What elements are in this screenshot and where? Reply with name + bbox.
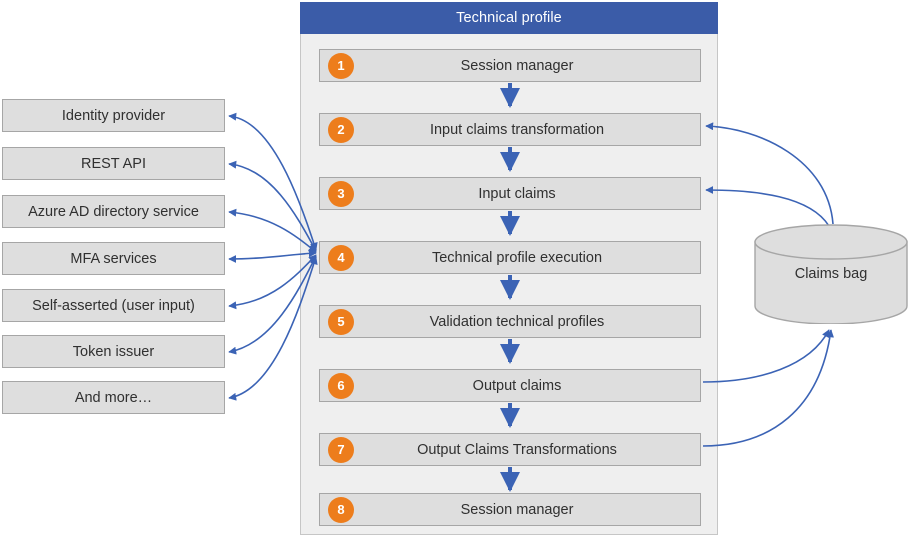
step-row-7[interactable]: 7 Output Claims Transformations	[319, 433, 701, 466]
step-badge-6: 6	[328, 372, 354, 399]
step-row-2[interactable]: 2 Input claims transformation	[319, 113, 701, 146]
source-box-token-issuer[interactable]: Token issuer	[2, 335, 225, 368]
step-badge-1: 1	[328, 52, 354, 79]
step-row-5[interactable]: 5 Validation technical profiles	[319, 305, 701, 338]
step-badge-2: 2	[328, 116, 354, 143]
source-box-azure-ad-directory[interactable]: Azure AD directory service	[2, 195, 225, 228]
step-label-7: Output Claims Transformations	[417, 441, 617, 458]
step-badge-7: 7	[328, 436, 354, 463]
source-box-identity-provider[interactable]: Identity provider	[2, 99, 225, 132]
step-label-8: Session manager	[460, 501, 574, 518]
claims-bag-label: Claims bag	[794, 266, 868, 282]
step-label-1: Session manager	[460, 57, 574, 74]
claims-bag-cylinder[interactable]: Claims bag	[754, 224, 908, 324]
source-box-rest-api[interactable]: REST API	[2, 147, 225, 180]
cylinder-shape	[754, 224, 908, 324]
step-label-2: Input claims transformation	[429, 121, 605, 138]
step-row-6[interactable]: 6 Output claims	[319, 369, 701, 402]
step-label-3: Input claims	[478, 185, 556, 202]
step-row-1[interactable]: 1 Session manager	[319, 49, 701, 82]
source-box-self-asserted[interactable]: Self-asserted (user input)	[2, 289, 225, 322]
step-row-8[interactable]: 8 Session manager	[319, 493, 701, 526]
step-row-3[interactable]: 3 Input claims	[319, 177, 701, 210]
step-badge-4: 4	[328, 244, 354, 271]
source-box-mfa-services[interactable]: MFA services	[2, 242, 225, 275]
page-title: Technical profile	[456, 10, 562, 26]
step-label-5: Validation technical profiles	[429, 313, 605, 330]
source-box-and-more[interactable]: And more…	[2, 381, 225, 414]
step-badge-3: 3	[328, 180, 354, 207]
step-badge-8: 8	[328, 496, 354, 523]
panel-header: Technical profile	[300, 2, 718, 34]
step-row-4[interactable]: 4 Technical profile execution	[319, 241, 701, 274]
step-badge-5: 5	[328, 308, 354, 335]
step-label-4: Technical profile execution	[431, 249, 603, 266]
step-label-6: Output claims	[472, 377, 562, 394]
